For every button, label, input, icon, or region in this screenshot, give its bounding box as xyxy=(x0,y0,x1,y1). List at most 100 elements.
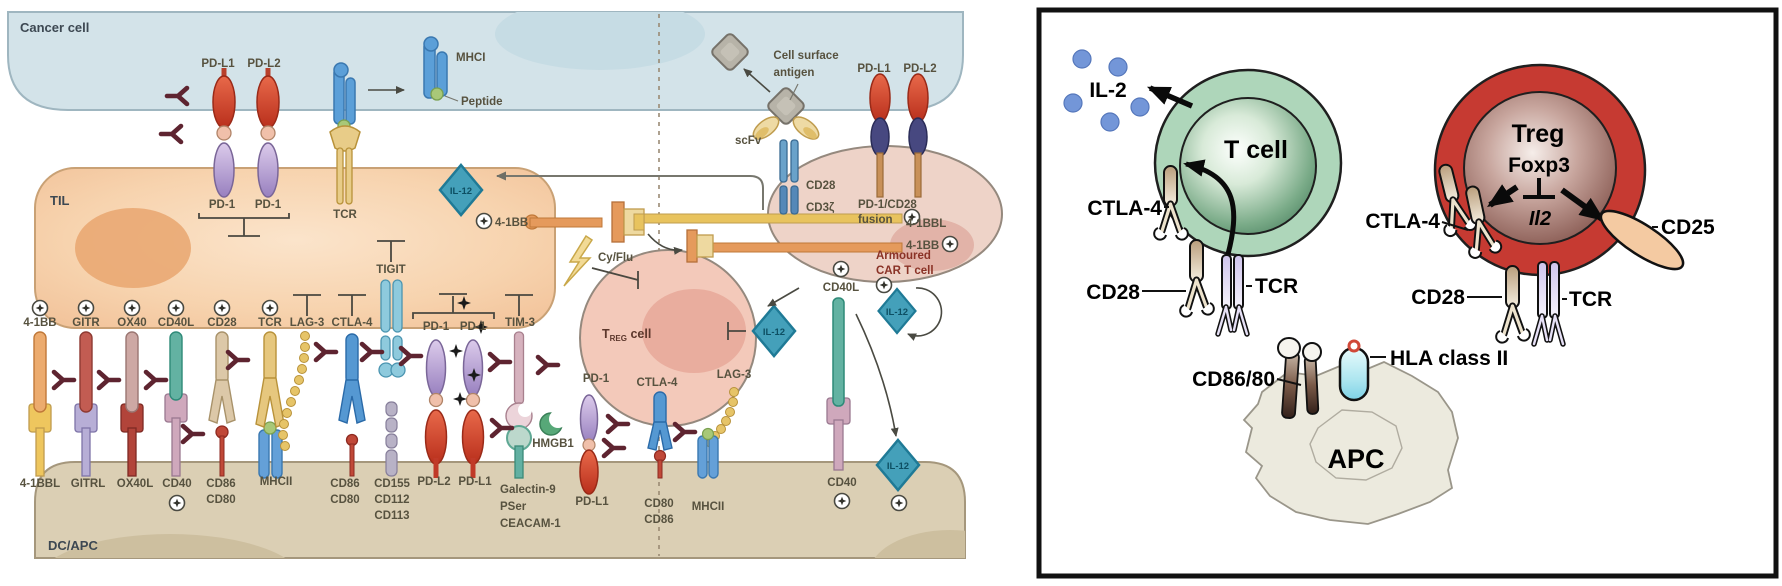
label-tigit: TIGIT xyxy=(376,264,405,276)
ctla4-inhibition-icon xyxy=(338,294,366,316)
right-panel: IL-2 T cell CTLA-4 CD28 TCR Treg Foxp3 I… xyxy=(1036,7,1779,579)
label-pd-1: PD-1 xyxy=(255,199,282,211)
label-armoured-1: Armoured xyxy=(876,250,931,262)
label-peptide: Peptide xyxy=(461,96,503,108)
bispecific-construct-2 xyxy=(686,229,714,263)
antigen-label-line xyxy=(789,83,799,101)
left-panel: Cancer cell TIL DC/APC PD-L1 PD-L2 PD-1 … xyxy=(7,11,1003,559)
antibody-icon xyxy=(608,416,628,432)
t-cell xyxy=(1153,68,1343,258)
cancer-nucleus xyxy=(495,12,705,70)
treg-ctla4-receptor-2 xyxy=(1465,185,1503,259)
treg-pd1-pdl1-pair xyxy=(579,394,599,495)
label-cd25: CD25 xyxy=(1661,216,1715,239)
label-pd-l2-row: PD-L2 xyxy=(417,476,450,488)
label-mhcii: MHCII xyxy=(260,476,293,488)
treg-cd28-receptor xyxy=(1495,265,1531,344)
label-ctla4: CTLA-4 xyxy=(332,317,373,329)
lightning-icon xyxy=(563,234,594,287)
label-treg-ctla4: CTLA-4 xyxy=(1365,210,1440,233)
il12-inhibition-icon xyxy=(727,322,746,340)
plus-icon xyxy=(875,276,893,294)
label-cell-surface-1: Cell surface xyxy=(773,50,838,62)
label-il2: IL-2 xyxy=(1089,79,1126,102)
fusion-receptor-2 xyxy=(907,73,929,198)
pair-tim3-galectin9 xyxy=(505,331,533,479)
41bb-bar xyxy=(529,217,603,228)
t-cell-nucleus xyxy=(1179,97,1317,235)
treg-ctla4-cd80-pair xyxy=(647,391,673,479)
label-cd86-2: CD86 xyxy=(330,478,359,490)
label-treg-cd28: CD28 xyxy=(1411,286,1465,309)
label-hmgb1: HMGB1 xyxy=(532,438,574,450)
label-tim3: TIM-3 xyxy=(505,317,535,329)
label-treg-pd1: PD-1 xyxy=(583,373,610,385)
label-car-cd40l: CD40L xyxy=(823,282,859,294)
plus-icon xyxy=(77,299,95,317)
hla-class-ii-receptor xyxy=(1338,339,1370,402)
il2-secretion-arrow xyxy=(1146,85,1194,109)
t-cell-ctla4-receptor xyxy=(1153,165,1189,241)
label-pd-1: PD-1 xyxy=(209,199,236,211)
antibody-icon xyxy=(316,344,336,360)
label-car-41bbl: 4-1BBL xyxy=(906,218,946,230)
pair-pd1-pdl1 xyxy=(461,339,485,478)
foxp3-il2-inhibition-icon xyxy=(1523,178,1555,199)
plus-icon xyxy=(261,299,279,317)
label-cancer-cell: Cancer cell xyxy=(20,20,89,35)
label-pd-1-row: PD-1 xyxy=(423,321,450,333)
label-tcr: TCR xyxy=(1255,275,1298,298)
til-nucleus xyxy=(75,208,191,288)
cd86-80-label-line xyxy=(1276,378,1302,386)
apc-nucleus xyxy=(1309,409,1403,481)
label-cd40: CD40 xyxy=(162,478,191,490)
pair-pd1-pdl2 xyxy=(424,339,448,478)
label-treg-cell: TREG cell xyxy=(602,327,651,343)
antibody-icon xyxy=(362,344,382,360)
treg-ctla4-receptor-1 xyxy=(1438,163,1478,237)
label-galectin9: Galectin-9 xyxy=(500,484,556,496)
41bb-bar-2 xyxy=(711,242,903,253)
label-treg-pdl1: PD-L1 xyxy=(575,496,609,508)
label-armoured-2: CAR T cell xyxy=(876,265,934,277)
plus-icon xyxy=(475,212,493,230)
label-til: TIL xyxy=(50,193,70,208)
label-treg-cd80: CD80 xyxy=(644,498,673,510)
fusion-receptor-1 xyxy=(869,73,891,198)
label-il12-b: IL-12 xyxy=(763,327,785,338)
label-il12-c: IL-12 xyxy=(886,307,908,318)
plus-icon xyxy=(167,299,185,317)
label-mhci: MHCI xyxy=(456,52,485,64)
label-fusion-2: fusion xyxy=(858,214,893,226)
label-fusion-1: PD-1/CD28 xyxy=(858,199,917,211)
antibody-icon xyxy=(490,354,510,370)
hmgb1-crescent-icon xyxy=(539,410,567,436)
antibody-icon xyxy=(146,372,166,388)
label-il2-gene: Il2 xyxy=(1529,208,1551,230)
label-pd-l2: PD-L2 xyxy=(247,58,280,70)
label-t-cell: T cell xyxy=(1224,136,1288,164)
tcr-mhc-complex xyxy=(329,62,361,205)
car-t-il12-arrow-down xyxy=(855,313,899,437)
label-pd-l1: PD-L1 xyxy=(201,58,235,70)
label-gitr: GITR xyxy=(72,317,100,329)
label-il12: IL-12 xyxy=(450,186,472,197)
antibody-icon xyxy=(228,352,248,368)
label-car-41bb: 4-1BB xyxy=(906,240,939,252)
pair-ctla4-cd86 xyxy=(338,333,366,477)
plus-icon xyxy=(890,494,908,512)
il12-secretion-arrow xyxy=(496,171,764,210)
il2-dots xyxy=(1063,49,1150,132)
cd86-80-receptors xyxy=(1277,337,1322,419)
treg-tcr-receptor xyxy=(1531,261,1566,347)
treg-cell-region xyxy=(579,249,757,427)
cancer-cell-region xyxy=(7,11,964,111)
scfv-shape xyxy=(752,116,820,140)
tim3-inhibition-icon xyxy=(505,294,533,316)
antibody-icon xyxy=(161,126,181,142)
label-cyflu: Cy/Flu xyxy=(598,252,633,264)
label-tcr-row: TCR xyxy=(258,317,282,329)
pd-l1-pd-1-pair xyxy=(212,68,236,198)
